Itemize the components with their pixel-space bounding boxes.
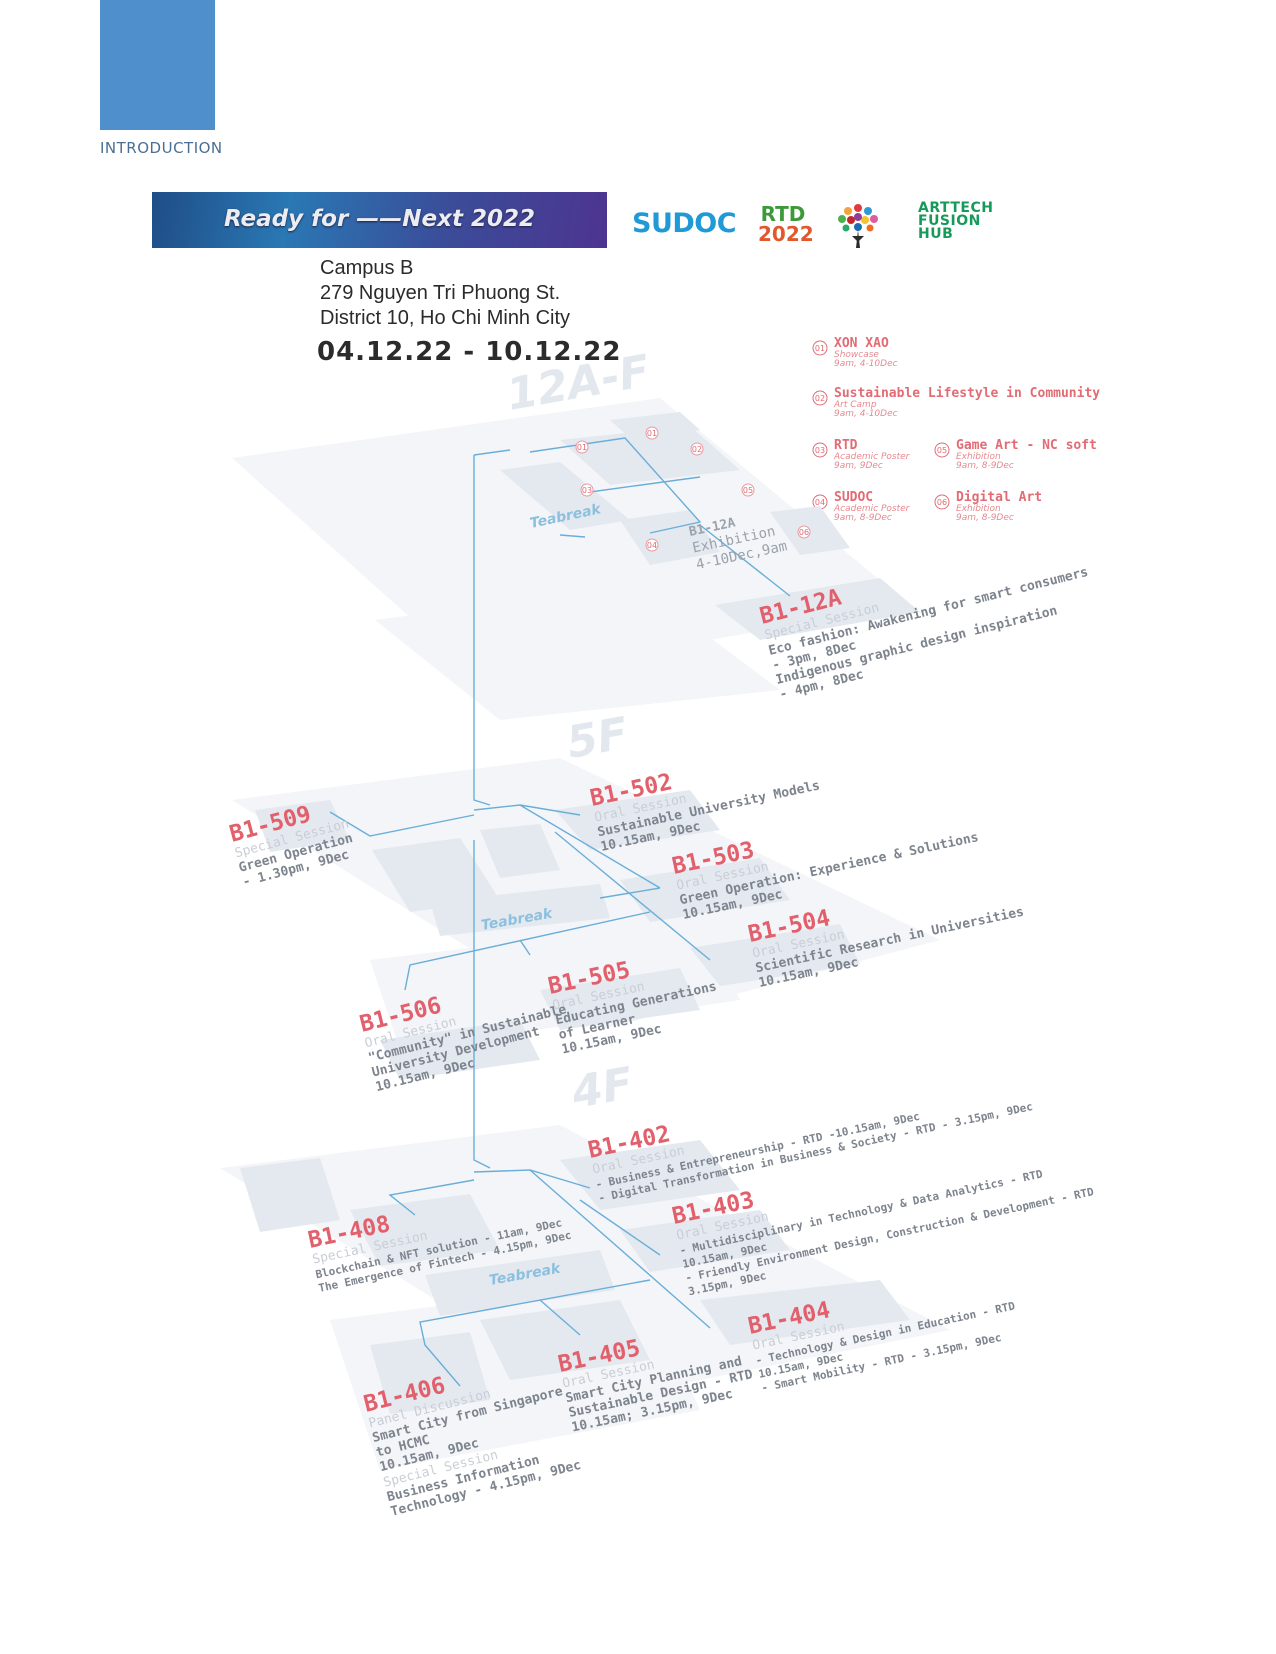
floor-4-room-b1406 xyxy=(370,1332,490,1414)
tree-logo-icon xyxy=(838,204,878,248)
legend-time: 9am, 9Dec xyxy=(834,461,883,471)
legend-item-05: 05 Game Art - NC soft Exhibition 9am, 8-… xyxy=(934,438,1097,471)
legend-title: XON XAO xyxy=(834,336,889,351)
floor-5-room-b1505 xyxy=(540,968,700,1030)
legend-title: SUDOC xyxy=(834,490,873,505)
legend-type: Exhibition xyxy=(956,504,1001,514)
legend-time: 9am, 8-9Dec xyxy=(834,513,892,523)
venue-address: Campus B 279 Nguyen Tri Phuong St. Distr… xyxy=(320,256,570,331)
legend-time: 9am, 4-10Dec xyxy=(834,359,898,369)
map-marker-05: 05 xyxy=(743,486,753,495)
floor-5-teabreak-area xyxy=(430,884,610,936)
legend-type: Academic Poster xyxy=(833,504,911,514)
floor-4-room-b1405 xyxy=(480,1300,650,1380)
legend: 01 XON XAO Showcase 9am, 4-10Dec 02 Sust… xyxy=(812,336,1100,523)
legend-item-06: 06 Digital Art Exhibition 9am, 8-9Dec xyxy=(934,490,1042,523)
floor-4-block xyxy=(240,1158,340,1232)
legend-title: RTD xyxy=(834,438,858,453)
legend-title: Game Art - NC soft xyxy=(956,438,1097,453)
floor-4-block xyxy=(350,1194,500,1266)
floor-4-teabreak-area xyxy=(425,1250,615,1316)
map-marker-03: 03 xyxy=(582,486,592,495)
map-marker-06: 06 xyxy=(799,528,809,537)
legend-time: 9am, 8-9Dec xyxy=(956,461,1014,471)
legend-item-04: 04 SUDOC Academic Poster 9am, 8-9Dec xyxy=(812,490,911,523)
map-marker-04: 04 xyxy=(647,541,657,550)
floor-4-room-b1403 xyxy=(620,1210,790,1272)
floor-12-room-b112a xyxy=(715,578,920,640)
address-line2: 279 Nguyen Tri Phuong St. xyxy=(320,282,561,304)
legend-item-01: 01 XON XAO Showcase 9am, 4-10Dec xyxy=(812,336,898,369)
address-line1: Campus B xyxy=(320,257,414,279)
event-banner: Ready for ——Next 2022 xyxy=(152,192,607,248)
floor-4-wires xyxy=(388,1100,711,1387)
legend-item-02: 02 Sustainable Lifestyle in Community Ar… xyxy=(812,386,1100,419)
room-b1-406-label: B1-406 Panel Discussion Smart City from … xyxy=(361,1372,583,1519)
legend-num: 04 xyxy=(815,498,825,507)
arttech-logo-line1: ARTTECH xyxy=(918,200,994,216)
floor-5-label: 5F xyxy=(563,708,632,769)
floor-12-block xyxy=(500,462,630,530)
floor-5-block xyxy=(480,824,560,878)
legend-item-03: 03 RTD Academic Poster 9am, 9Dec xyxy=(812,438,911,471)
floor-12-block xyxy=(610,412,700,438)
legend-type: Showcase xyxy=(834,350,879,360)
section-label: INTRODUCTION xyxy=(100,139,223,157)
floor-5-block xyxy=(372,838,500,912)
room-b1-402-label: B1-402 Oral Session - Business & Entrepr… xyxy=(586,1100,1034,1205)
floor-5-room-b1506 xyxy=(380,1020,540,1080)
floor-5: 5F Teabreak B1-509 Special Session Green… xyxy=(227,708,1025,1100)
legend-num: 05 xyxy=(937,446,947,455)
floor-5-room-b1504 xyxy=(690,924,860,986)
room-b1-505-label: B1-505 Oral Session Educating Generation… xyxy=(546,957,718,1057)
floor-4-room-b1404 xyxy=(700,1280,910,1345)
floor-4: 4F Teabreak B1-402 Oral Session - Busine… xyxy=(220,1058,1096,1520)
floor-4-room-b1402 xyxy=(560,1140,740,1210)
arttech-fusion-hub-logo: ARTTECH FUSION HUB xyxy=(918,200,994,242)
legend-num: 06 xyxy=(937,498,947,507)
map-marker-01: 01 xyxy=(577,443,587,452)
rtd-logo-top: RTD xyxy=(760,202,806,226)
section-color-tab xyxy=(100,0,215,130)
floor-12: 12A-F 01 01 02 03 05 04 06 Teabreak B1-1… xyxy=(232,346,1090,730)
room-b1-403-label: B1-403 Oral Session - Multidisciplinary … xyxy=(670,1167,1096,1298)
floor-12-slab-lower xyxy=(375,585,780,720)
floor-5-slab-lower xyxy=(370,920,740,1050)
legend-time: 9am, 8-9Dec xyxy=(956,513,1014,523)
legend-type: Art Camp xyxy=(833,400,877,410)
address-line3: District 10, Ho Chi Minh City xyxy=(320,307,571,329)
floor-12-markers: 01 01 02 03 05 04 06 xyxy=(575,426,811,552)
floor-5-wires xyxy=(329,730,711,1100)
legend-title: Digital Art xyxy=(956,490,1042,505)
rtd-logo: RTD 2022 xyxy=(758,202,814,246)
map-marker-02: 02 xyxy=(692,445,702,454)
arttech-logo-line2: FUSION xyxy=(918,213,981,229)
legend-title: Sustainable Lifestyle in Community xyxy=(834,386,1100,401)
legend-num: 03 xyxy=(815,446,825,455)
sudoc-logo: SUDOC xyxy=(632,208,737,239)
banner-title: Ready for ——Next 2022 xyxy=(223,206,535,232)
legend-type: Exhibition xyxy=(956,452,1001,462)
legend-num: 01 xyxy=(815,344,825,353)
floor-5-room-b1509 xyxy=(255,800,350,852)
event-dates: 04.12.22 - 10.12.22 xyxy=(317,337,622,367)
floor-5-room-b1503 xyxy=(620,858,790,922)
arttech-logo-line3: HUB xyxy=(918,226,954,242)
legend-num: 02 xyxy=(815,394,825,403)
rtd-logo-bottom: 2022 xyxy=(758,222,814,246)
floor-5-room-b1502 xyxy=(555,790,720,850)
legend-time: 9am, 4-10Dec xyxy=(834,409,898,419)
map-marker-01: 01 xyxy=(647,429,657,438)
legend-type: Academic Poster xyxy=(833,452,911,462)
floor-4-label: 4F xyxy=(567,1058,637,1119)
